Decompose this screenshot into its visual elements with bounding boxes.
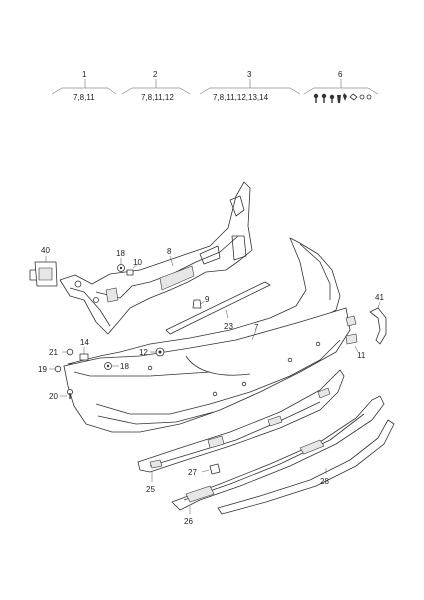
group-6: 6 (303, 70, 379, 103)
part-25-lower-trim: 25 (137, 369, 345, 494)
group-6-number: 6 (338, 70, 343, 79)
part-7-bumper-cover: 7 (63, 237, 357, 433)
callout-26: 26 (184, 517, 193, 526)
callout-14: 14 (80, 338, 89, 347)
callout-12: 12 (139, 348, 148, 357)
callout-18-lower: 18 (120, 362, 129, 371)
group-2-number: 2 (153, 70, 158, 79)
callout-9: 9 (205, 295, 210, 304)
callout-25: 25 (146, 485, 155, 494)
part-9-clip: 9 (192, 295, 210, 309)
group-1: 1 7,8,11 (51, 70, 117, 102)
part-12-grommet: 12 (139, 347, 165, 357)
part-18-nut-lower: 18 (104, 362, 129, 371)
fastener-set-icon (313, 93, 372, 103)
part-41-side-bracket: 41 (369, 293, 387, 345)
group-3-refs: 7,8,11,12,13,14 (213, 93, 269, 102)
part-11-clip: 11 (345, 333, 366, 360)
part-21-bolt: 21 (49, 348, 74, 357)
callout-40: 40 (41, 246, 50, 255)
callout-27: 27 (188, 468, 197, 477)
callout-7: 7 (254, 323, 259, 332)
callout-21: 21 (49, 348, 58, 357)
group-1-number: 1 (82, 70, 87, 79)
part-8-bumper-carrier: 8 (59, 181, 253, 335)
part-14-cap: 14 (79, 338, 89, 361)
callout-41: 41 (375, 293, 384, 302)
callout-18-top: 18 (116, 249, 125, 258)
group-3: 3 7,8,11,12,13,14 (199, 70, 301, 102)
part-19-screw: 19 (38, 365, 62, 374)
callout-20: 20 (49, 392, 58, 401)
part-10-clip: 10 (126, 258, 142, 276)
group-3-number: 3 (247, 70, 252, 79)
part-27-clip: 27 (188, 463, 221, 477)
callout-23: 23 (224, 322, 233, 331)
group-1-refs: 7,8,11 (73, 93, 95, 102)
group-2-refs: 7,8,11,12 (141, 93, 174, 102)
callout-8: 8 (167, 247, 172, 256)
callout-11: 11 (357, 351, 366, 360)
part-18-nut-top: 18 (116, 249, 125, 272)
group-2: 2 7,8,11,12 (121, 70, 191, 102)
callout-28: 28 (320, 477, 329, 486)
part-40-bracket: 40 (29, 246, 58, 287)
part-23-mounting-strip: 23 (165, 281, 271, 335)
callout-10: 10 (133, 258, 142, 267)
part-20-bolt: 20 (49, 388, 74, 401)
callout-19: 19 (38, 365, 47, 374)
part-26-diffuser: 26 (171, 395, 385, 526)
part-28-trim-strip: 28 (217, 419, 395, 515)
